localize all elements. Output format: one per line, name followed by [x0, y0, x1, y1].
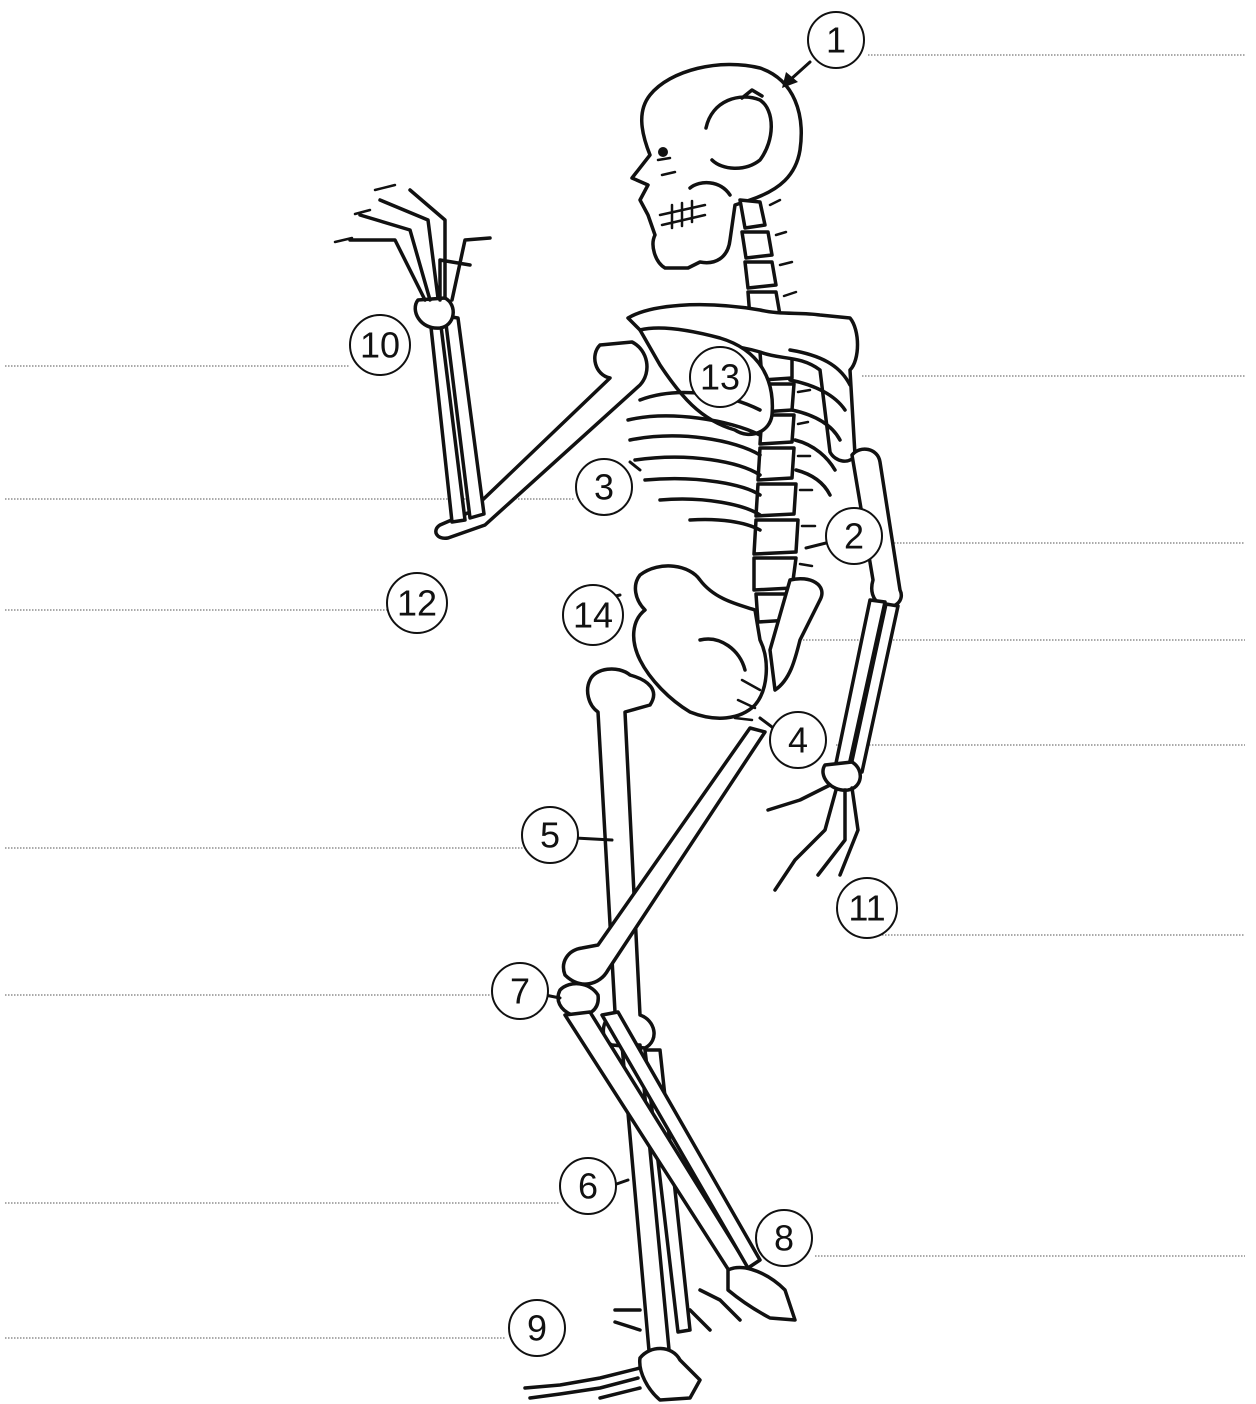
hanging-fingers [768, 785, 858, 890]
skull [632, 64, 801, 268]
label-14-text: 14 [573, 595, 613, 636]
label-9: 9 [509, 1300, 565, 1356]
back-foot [728, 1268, 795, 1320]
label-3-text: 3 [594, 467, 614, 508]
raised-fingers [350, 190, 490, 300]
label-1: 1 [808, 12, 864, 68]
label-12: 12 [387, 573, 447, 633]
label-2: 2 [826, 508, 882, 564]
label-5-text: 5 [540, 815, 560, 856]
label-9-text: 9 [527, 1308, 547, 1349]
label-11: 11 [837, 878, 897, 938]
label-12-text: 12 [397, 583, 437, 624]
raised-wrist [415, 298, 453, 328]
label-8-text: 8 [774, 1218, 794, 1259]
label-5: 5 [522, 807, 578, 863]
cranium [632, 64, 801, 268]
knee [558, 984, 598, 1016]
label-14: 14 [563, 585, 623, 645]
label-7-text: 7 [510, 971, 530, 1012]
label-4: 4 [770, 712, 826, 768]
back-femur [564, 728, 765, 984]
label-4-text: 4 [788, 720, 808, 761]
label-6-text: 6 [578, 1166, 598, 1207]
pelvis [634, 566, 822, 720]
label-13-text: 13 [700, 357, 740, 398]
label-10: 10 [350, 315, 410, 375]
label-11-text: 11 [848, 888, 885, 929]
label-13: 13 [690, 347, 750, 407]
label-10-text: 10 [360, 325, 400, 366]
front-foot [640, 1348, 700, 1400]
label-3: 3 [576, 459, 632, 515]
femur [588, 669, 654, 1048]
label-2-text: 2 [844, 516, 864, 557]
label-6: 6 [560, 1158, 616, 1214]
label-8: 8 [756, 1210, 812, 1266]
label-7: 7 [492, 963, 548, 1019]
label-1-text: 1 [826, 20, 846, 61]
legs [525, 669, 795, 1400]
